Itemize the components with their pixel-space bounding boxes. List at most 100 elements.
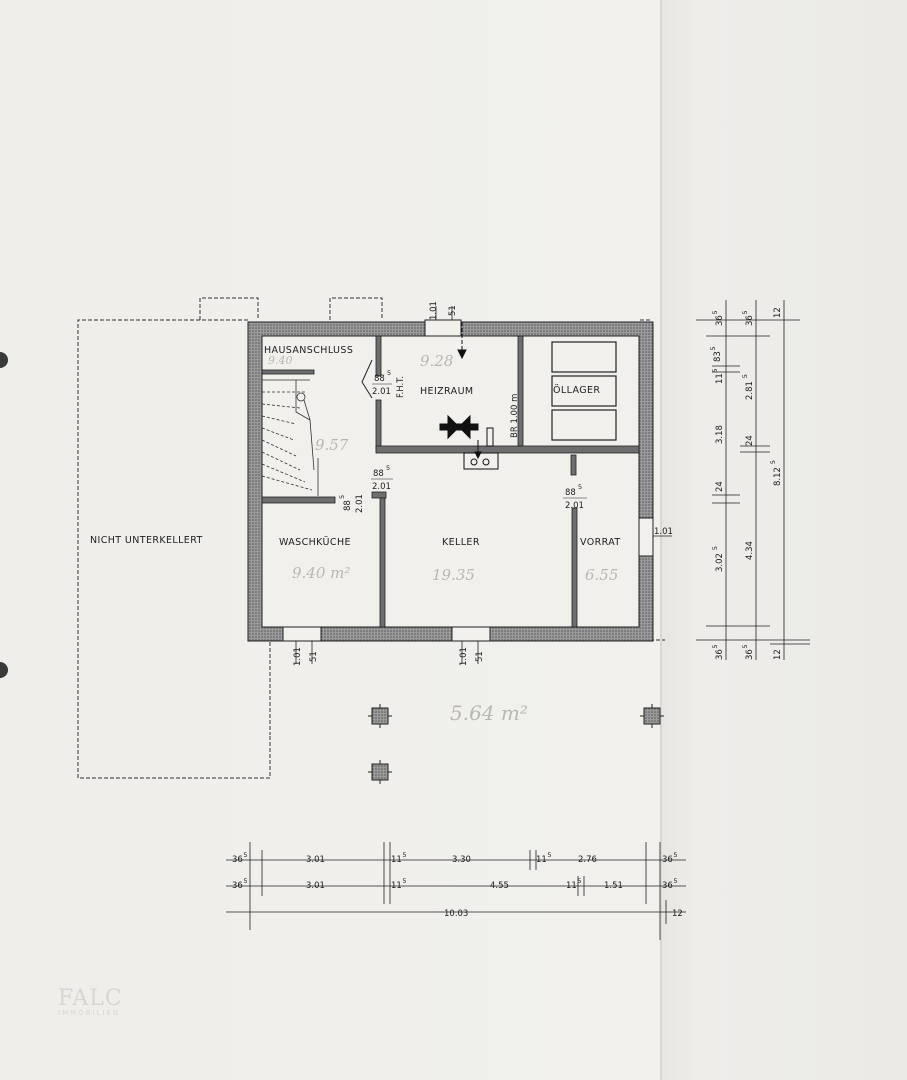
svg-text:83: 83 bbox=[713, 351, 723, 362]
svg-text:36: 36 bbox=[662, 855, 673, 865]
right-dim-col1-label: 365 bbox=[711, 644, 725, 660]
svg-text:2.01: 2.01 bbox=[372, 387, 391, 397]
right-dimension-chains bbox=[696, 300, 810, 660]
right-dim-col2-label: 365 bbox=[741, 644, 755, 660]
svg-text:5: 5 bbox=[711, 310, 719, 314]
room-label-keller: KELLER bbox=[442, 537, 480, 548]
bottom-dim-row2-label: 3.01 bbox=[306, 881, 325, 891]
svg-text:10.03: 10.03 bbox=[444, 909, 468, 919]
boiler-symbol bbox=[439, 322, 499, 470]
bottom-dim-row1-label: 3.01 bbox=[306, 855, 325, 865]
exterior-walls bbox=[247, 321, 654, 642]
annotation-fht: F.H.T. bbox=[396, 376, 406, 398]
svg-text:1.01: 1.01 bbox=[459, 647, 469, 666]
bottom-dim-row3-label: 12 bbox=[672, 909, 683, 919]
svg-text:5: 5 bbox=[711, 546, 719, 550]
svg-text:12: 12 bbox=[773, 307, 783, 318]
right-dim-col3-label: 12 bbox=[773, 307, 783, 318]
svg-text:1.01: 1.01 bbox=[293, 647, 303, 666]
handwritten-note-waschkueche: 9.40 m² bbox=[292, 564, 350, 582]
svg-text:5: 5 bbox=[741, 644, 749, 648]
room-label-waschkueche: WASCHKÜCHE bbox=[279, 537, 351, 548]
svg-text:5: 5 bbox=[547, 851, 551, 859]
right-dim-col1-extra-label: 835 bbox=[709, 346, 723, 362]
handwritten-note-total: 5.64 m² bbox=[450, 701, 528, 725]
svg-text:2.01: 2.01 bbox=[372, 482, 391, 492]
paper-fold-line bbox=[660, 0, 662, 1080]
room-label-hausanschluss: HAUSANSCHLUSS bbox=[264, 345, 353, 356]
svg-text:36: 36 bbox=[745, 315, 755, 326]
svg-text:88: 88 bbox=[343, 500, 353, 511]
svg-text:5: 5 bbox=[338, 495, 346, 499]
right-dim-col1-label: 3.02 5 bbox=[711, 546, 725, 572]
svg-text:12: 12 bbox=[773, 649, 783, 660]
svg-text:5: 5 bbox=[386, 464, 390, 472]
window-dim-bottom-2: 1.01 51 bbox=[459, 647, 485, 666]
door-dim-heizraum: 88 5 2.01 bbox=[372, 369, 392, 397]
svg-text:51: 51 bbox=[309, 651, 319, 662]
bottom-dim-row3-label: 10.03 bbox=[444, 909, 468, 919]
room-label-vorrat: VORRAT bbox=[580, 537, 621, 548]
window-dim-top: 1.01 51 bbox=[429, 301, 458, 320]
interior-walls bbox=[261, 335, 640, 628]
door-swing-fht bbox=[361, 359, 373, 399]
svg-text:5: 5 bbox=[243, 851, 247, 859]
window-dim-ticks bbox=[295, 306, 672, 664]
right-dim-col1-label: 3.18 bbox=[715, 425, 725, 444]
svg-text:12: 12 bbox=[672, 909, 683, 919]
svg-text:3.18: 3.18 bbox=[715, 425, 725, 444]
svg-text:2.81: 2.81 bbox=[745, 381, 755, 400]
window-dim-right: 1.01 bbox=[654, 527, 673, 537]
svg-text:11: 11 bbox=[391, 855, 402, 865]
right-dim-col2-label: 2.81 5 bbox=[741, 374, 755, 400]
svg-text:5: 5 bbox=[387, 369, 391, 377]
svg-text:1.51: 1.51 bbox=[604, 881, 623, 891]
svg-text:5: 5 bbox=[402, 877, 406, 885]
svg-text:3.01: 3.01 bbox=[306, 881, 325, 891]
non-basement-outline bbox=[77, 297, 665, 779]
svg-text:5: 5 bbox=[711, 368, 719, 372]
handwritten-note-stair: 9.57 bbox=[315, 436, 349, 454]
svg-text:2.76: 2.76 bbox=[578, 855, 597, 865]
room-label-oellager: ÖLLAGER bbox=[553, 385, 600, 396]
bottom-dim-row1-label: 3.30 bbox=[452, 855, 471, 865]
window-dim-bottom-1: 1.01 51 bbox=[293, 647, 319, 666]
door-dim-waschkueche: 88 5 2.01 bbox=[338, 494, 365, 513]
staircase bbox=[261, 379, 319, 496]
svg-text:5: 5 bbox=[741, 310, 749, 314]
right-dim-col1-label: 24 bbox=[715, 481, 725, 492]
svg-text:5: 5 bbox=[741, 374, 749, 378]
right-dim-col3-label: 8.125 bbox=[769, 460, 783, 486]
handwritten-note-vorrat: 6.55 bbox=[585, 566, 618, 584]
bottom-dim-row2-label: 4.55 bbox=[490, 881, 509, 891]
svg-text:4.34: 4.34 bbox=[745, 541, 755, 560]
handwritten-note-keller: 19.35 bbox=[432, 566, 475, 584]
svg-text:5: 5 bbox=[769, 460, 777, 464]
svg-text:36: 36 bbox=[715, 649, 725, 660]
handwritten-note-hausanschluss: 9.40 bbox=[268, 354, 293, 367]
annotation-br: BR 1.00 m bbox=[510, 394, 520, 438]
svg-text:5: 5 bbox=[673, 877, 677, 885]
svg-text:36: 36 bbox=[232, 881, 243, 891]
right-dim-col3-label: 12 bbox=[773, 649, 783, 660]
svg-text:88: 88 bbox=[374, 374, 385, 384]
svg-text:88: 88 bbox=[373, 469, 384, 479]
punch-hole-bottom bbox=[0, 662, 8, 678]
svg-text:51: 51 bbox=[448, 305, 458, 316]
watermark-sub: IMMOBILIEN bbox=[58, 1009, 121, 1017]
svg-text:2.01: 2.01 bbox=[565, 501, 584, 511]
right-dim-col2-label: 4.34 bbox=[745, 541, 755, 560]
svg-text:3.02: 3.02 bbox=[715, 553, 725, 572]
right-dim-col2-label: 365 bbox=[741, 310, 755, 326]
svg-text:2.01: 2.01 bbox=[355, 494, 365, 513]
svg-text:36: 36 bbox=[745, 649, 755, 660]
svg-text:36: 36 bbox=[715, 315, 725, 326]
svg-text:4.55: 4.55 bbox=[490, 881, 509, 891]
svg-text:5: 5 bbox=[673, 851, 677, 859]
right-dim-col1-label: 365 bbox=[711, 310, 725, 326]
